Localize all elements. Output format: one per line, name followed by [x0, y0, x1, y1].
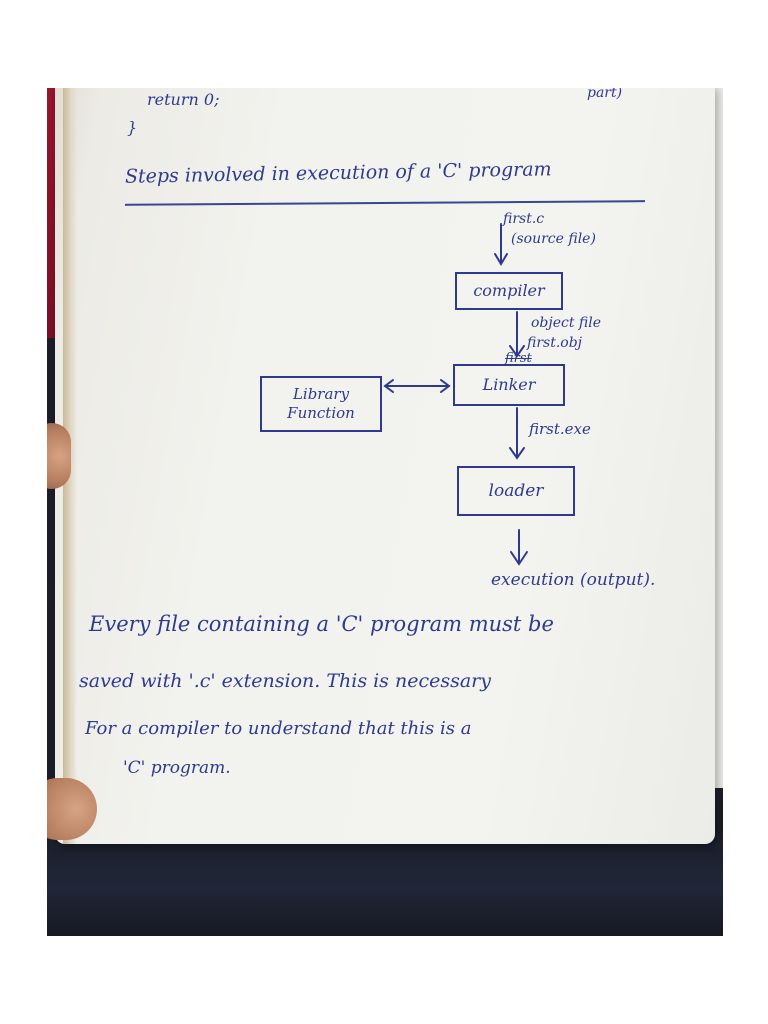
- library-function-box: Library Function: [260, 376, 382, 432]
- execution-output-label: execution (output).: [491, 570, 656, 590]
- linker-box: Linker: [453, 364, 565, 406]
- arrowhead-linker-left: [440, 379, 451, 393]
- compiler-label: compiler: [473, 281, 545, 300]
- arrowhead-loader: [509, 447, 525, 460]
- arrowhead-output: [510, 551, 528, 566]
- function-label: Function: [287, 404, 355, 422]
- paragraph-line-4: 'C' program.: [123, 758, 231, 778]
- loader-box: loader: [457, 466, 575, 516]
- object-file-name: first.obj: [527, 335, 583, 351]
- arrowhead-library: [383, 379, 394, 393]
- thumb: [47, 423, 71, 489]
- flow-arrows: [383, 223, 528, 566]
- linker-label: Linker: [482, 375, 536, 394]
- arrowhead-compiler: [494, 253, 508, 266]
- notebook-photo: return 0; } part) Steps involved in exec…: [47, 88, 723, 936]
- source-file-sublabel: (source file): [511, 231, 596, 247]
- source-file-label: first.c: [503, 211, 545, 227]
- code-closing-brace: }: [127, 118, 138, 137]
- code-return-line: return 0;: [147, 90, 220, 109]
- object-file-label: object file: [531, 315, 602, 331]
- arrowhead-linker: [509, 345, 525, 358]
- library-label: Library: [292, 385, 350, 403]
- finger: [47, 778, 97, 840]
- paragraph-line-2: saved with '.c' extension. This is neces…: [79, 670, 491, 692]
- paragraph-line-1: Every file containing a 'C' program must…: [89, 612, 554, 636]
- code-fragment-right: part): [587, 88, 623, 101]
- struck-label: first: [505, 351, 532, 366]
- loader-label: loader: [488, 480, 544, 501]
- exe-file-label: first.exe: [529, 420, 591, 438]
- paragraph-line-3: For a compiler to understand that this i…: [85, 718, 472, 739]
- notebook-page: return 0; } part) Steps involved in exec…: [55, 88, 715, 844]
- compiler-box: compiler: [455, 272, 563, 310]
